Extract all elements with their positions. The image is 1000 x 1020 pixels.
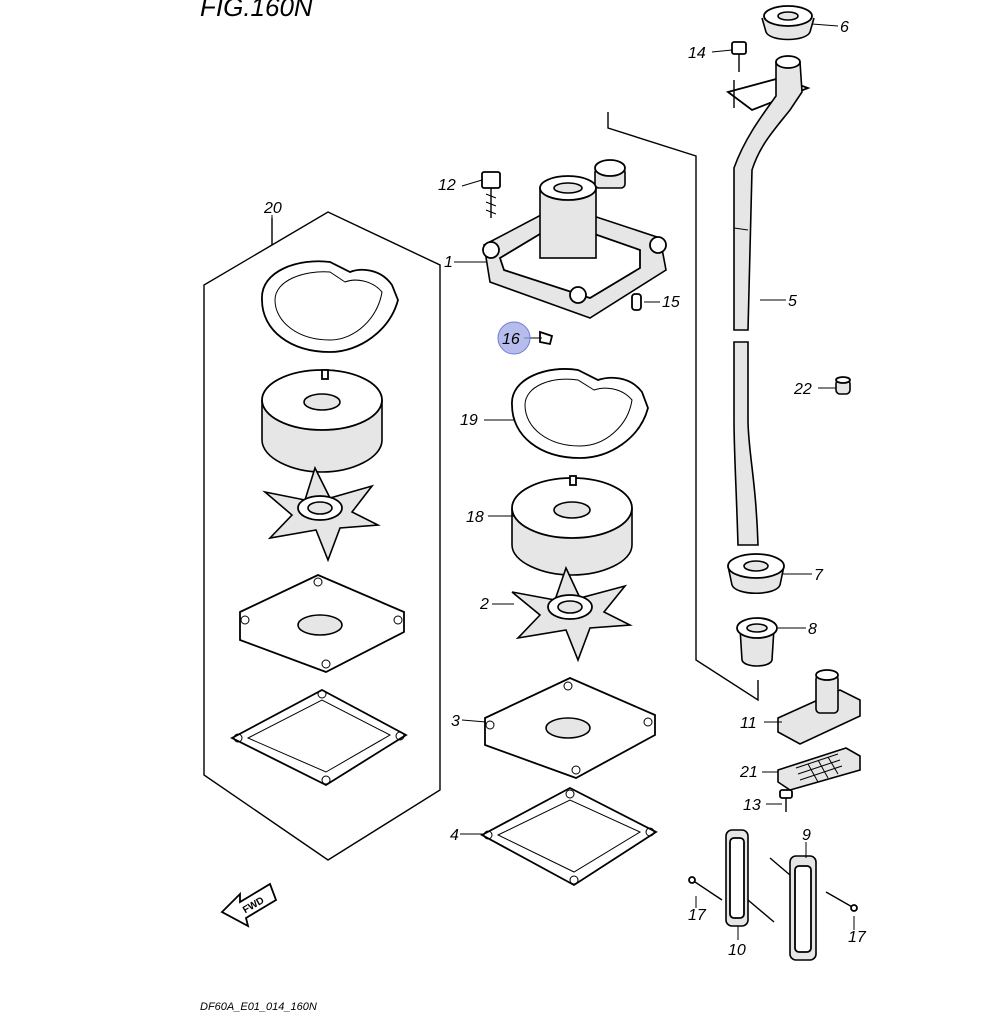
connector-bracket-line [607,112,759,702]
kit-liner-plate [239,574,405,673]
screw-17-left [688,876,723,901]
cap-22 [835,376,851,395]
callout-3[interactable]: 3 [451,713,460,730]
joint-8 [736,617,778,667]
kit-seal-ring [261,260,399,353]
bolt-14 [731,41,747,72]
pin-15 [631,293,642,311]
hose-5 [725,55,811,546]
callout-22[interactable]: 22 [793,381,812,398]
callout-7[interactable]: 7 [814,567,824,584]
callout-17-left[interactable]: 17 [688,907,707,924]
bolt-12 [481,171,501,218]
callout-12[interactable]: 12 [438,177,456,194]
kit-impeller [262,465,381,563]
callout-labels: 1 2 3 4 5 6 7 8 9 10 11 12 13 14 15 16 1… [263,19,867,959]
callout-10[interactable]: 10 [728,942,746,959]
impeller-2 [511,565,633,663]
kit-20-group [203,211,441,861]
callout-19[interactable]: 19 [460,412,478,429]
callout-4[interactable]: 4 [450,827,459,844]
callout-16[interactable]: 16 [502,331,520,348]
anode-9 [769,855,817,961]
bolt-13 [779,789,793,812]
drawing-code: DF60A_E01_014_160N [200,1001,317,1013]
callout-6[interactable]: 6 [840,19,849,36]
callout-2[interactable]: 2 [479,596,489,613]
selected-callout-highlight [497,321,531,355]
grommet-7 [727,553,785,595]
fwd-arrow-icon: FWD [220,882,278,928]
liner-plate-3 [484,677,656,779]
callout-9[interactable]: 9 [802,827,811,844]
screen-plate-21 [777,747,861,791]
callout-14[interactable]: 14 [688,45,706,62]
key-16 [539,330,554,346]
callout-18[interactable]: 18 [466,509,484,526]
callout-13[interactable]: 13 [743,797,761,814]
anode-10 [725,829,775,927]
callout-15[interactable]: 15 [662,294,680,311]
gasket-4 [480,786,658,887]
leader-lines [271,23,855,940]
kit-housing-cup [261,369,383,473]
pump-case-1 [482,159,667,319]
figure-title: FIG.160N [200,0,313,22]
callout-20[interactable]: 20 [263,200,282,217]
callout-8[interactable]: 8 [808,621,817,638]
grommet-6 [761,5,815,41]
callout-21[interactable]: 21 [739,764,758,781]
outlet-plate-11 [777,669,861,745]
kit-gasket [230,688,408,787]
callout-5[interactable]: 5 [788,293,797,310]
screw-17-right [825,891,858,912]
callout-11[interactable]: 11 [740,715,757,732]
seal-ring-19 [511,368,649,459]
callout-1[interactable]: 1 [444,254,453,271]
callout-17-right[interactable]: 17 [848,929,867,946]
housing-cup-18 [511,475,633,576]
